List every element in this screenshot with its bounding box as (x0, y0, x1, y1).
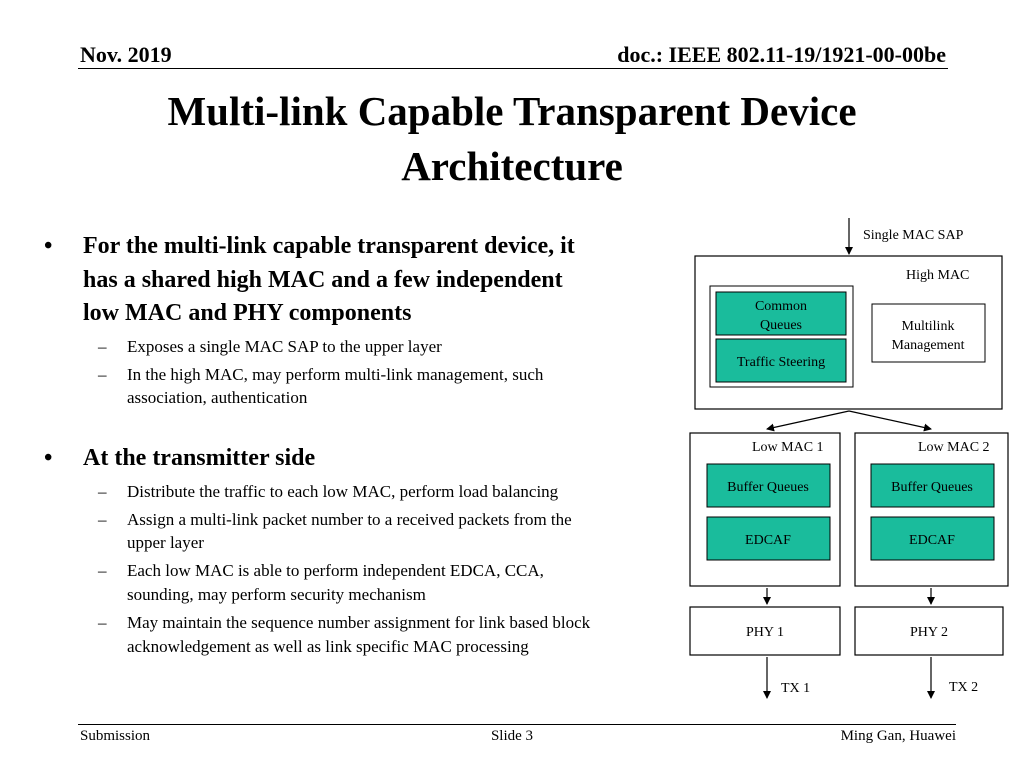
sub-bullet: – Assign a multi-link packet number to a… (40, 508, 680, 556)
dash-icon: – (98, 481, 107, 501)
branch-arrow-2 (848, 410, 932, 432)
high-mac-label: High MAC (906, 268, 969, 283)
sub-bullet: – May maintain the sequence number assig… (40, 611, 680, 659)
buffer-queues-1-label: Buffer Queues (727, 480, 809, 495)
single-mac-sap-label: Single MAC SAP (863, 228, 964, 243)
bullet-1: • For the multi-link capable transparent… (40, 230, 680, 331)
phy-2-label: PHY 2 (910, 625, 948, 640)
sub-bullet-line: Exposes a single MAC SAP to the upper la… (127, 336, 442, 356)
sub-bullet: – Distribute the traffic to each low MAC… (40, 480, 680, 504)
branch-arrow-1 (766, 410, 850, 432)
slide-title-line-1: Multi-link Capable Transparent Device (167, 88, 857, 134)
sub-bullet: – In the high MAC, may perform multi-lin… (40, 363, 680, 411)
tx-1-label: TX 1 (781, 681, 810, 696)
edcaf-2-box (870, 516, 995, 561)
common-queues-label-1: Common (755, 299, 807, 314)
slide-title-line-2: Architecture (401, 143, 623, 190)
footer-author: Ming Gan, Huawei (840, 728, 956, 744)
bullet-dot-icon: • (44, 233, 53, 259)
buffer-queues-2-box (870, 463, 995, 508)
sub-bullet: – Each low MAC is able to perform indepe… (40, 559, 680, 607)
bullet-1-line-2: has a shared high MAC and a few independ… (83, 266, 563, 293)
sub-bullet-line: association, authentication (127, 388, 308, 408)
bullet-1-line-1: For the multi-link capable transparent d… (83, 233, 575, 259)
multilink-label-2: Management (891, 338, 964, 353)
bullet-dot-icon: • (44, 445, 53, 472)
dash-icon: – (98, 561, 107, 581)
sub-bullet-line: sounding, may perform security mechanism (127, 584, 426, 604)
header-date: Nov. 2019 (80, 42, 172, 67)
sub-bullet: – Exposes a single MAC SAP to the upper … (40, 335, 680, 359)
low-mac-1-label: Low MAC 1 (752, 440, 824, 455)
phy-1-box (689, 606, 841, 656)
sub-bullet-line: Distribute the traffic to each low MAC, … (127, 481, 559, 501)
sub-bullet-line: In the high MAC, may perform multi-link … (127, 364, 544, 384)
footer-submission: Submission (80, 728, 151, 744)
sub-bullet-line: Each low MAC is able to perform independ… (127, 561, 544, 581)
buffer-queues-1-box (706, 463, 831, 508)
bullet-1-line-3: low MAC and PHY components (83, 300, 412, 327)
edcaf-1-box (706, 516, 831, 561)
edcaf-1-label: EDCAF (745, 533, 791, 548)
header-divider (78, 68, 948, 69)
sub-bullet-line: acknowledgement as well as link specific… (127, 636, 529, 656)
phy-2-box (854, 606, 1004, 656)
phy-1-label: PHY 1 (746, 625, 784, 640)
edcaf-2-label: EDCAF (909, 533, 955, 548)
footer-divider (78, 724, 956, 725)
dash-icon: – (98, 612, 107, 632)
header-doc-id: doc.: IEEE 802.11-19/1921-00-00be (617, 42, 946, 67)
bullet-2-line-1: At the transmitter side (83, 445, 316, 472)
dash-icon: – (98, 336, 107, 356)
bullet-2: • At the transmitter side (40, 442, 680, 476)
slide-title: Multi-link Capable Transparent Device Ar… (60, 84, 964, 195)
dash-icon: – (98, 509, 107, 529)
bullet-2-subs: – Distribute the traffic to each low MAC… (40, 480, 680, 659)
tx-2-label: TX 2 (949, 680, 978, 695)
multilink-label-1: Multilink (902, 319, 955, 334)
footer-slide-number: Slide 3 (490, 728, 534, 744)
low-mac-2-label: Low MAC 2 (918, 440, 990, 455)
sub-bullet-line: Assign a multi-link packet number to a r… (127, 509, 572, 529)
low-mac-2-box (854, 432, 1009, 587)
sub-bullet-line: May maintain the sequence number assignm… (127, 612, 591, 632)
common-queues-label-2: Queues (760, 318, 802, 333)
slide-body: • For the multi-link capable transparent… (40, 230, 680, 662)
bullet-1-subs: – Exposes a single MAC SAP to the upper … (40, 335, 680, 410)
traffic-steering-label: Traffic Steering (737, 355, 825, 370)
traffic-steering-box (715, 338, 847, 383)
multilink-management-box (871, 303, 986, 363)
common-queues-box (715, 291, 847, 336)
low-mac-1-box (689, 432, 841, 587)
buffer-queues-2-label: Buffer Queues (891, 480, 973, 495)
sub-bullet-line: upper layer (127, 533, 204, 553)
dash-icon: – (98, 364, 107, 384)
